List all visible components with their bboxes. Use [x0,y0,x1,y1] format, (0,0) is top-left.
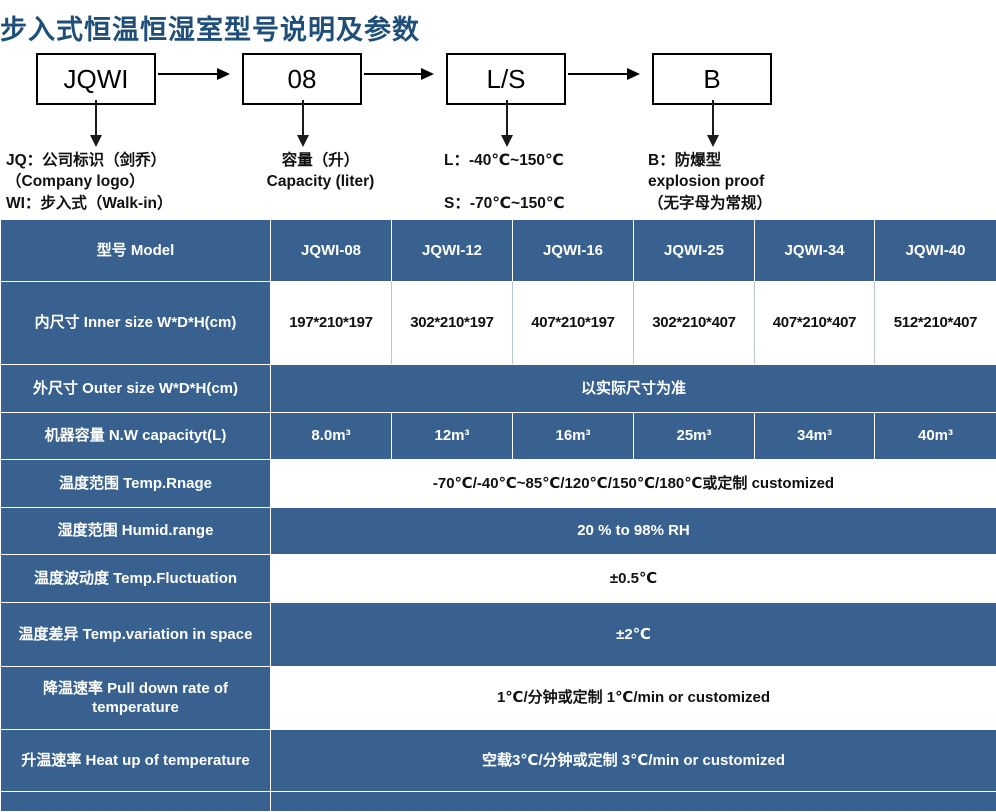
model-cell: JQWI-16 [513,220,634,282]
model-cell: JQWI-34 [755,220,875,282]
arrow-down-icon-1 [95,100,97,136]
diagram-legend-capacity: 容量（升） Capacity (liter) [228,150,413,193]
row-label: 型号 Model [1,220,271,282]
outer-size-value: 以实际尺寸为准 [271,365,996,413]
model-cell: JQWI-08 [271,220,392,282]
inner-size-cell: 302*210*197 [392,282,513,365]
spec-table: 型号 Model JQWI-08 JQWI-12 JQWI-16 JQWI-25… [0,219,996,812]
row-label [1,792,271,812]
capacity-cell: 16m³ [513,413,634,460]
table-row: 外尺寸 Outer size W*D*H(cm) 以实际尺寸为准 [1,365,996,413]
capacity-cell: 40m³ [875,413,996,460]
arrow-down-icon-2 [302,100,304,136]
model-cell: JQWI-12 [392,220,513,282]
table-row: 温度差异 Temp.variation in space ±2℃ [1,603,996,667]
cutoff-row-value [271,792,996,812]
temp-fluctuation-value: ±0.5℃ [271,555,996,603]
inner-size-cell: 197*210*197 [271,282,392,365]
table-row [1,792,996,812]
arrow-right-icon-3 [568,73,638,75]
inner-size-cell: 407*210*197 [513,282,634,365]
diagram-node-label: 08 [288,64,317,95]
row-label: 升温速率 Heat up of temperature [1,730,271,792]
row-label: 外尺寸 Outer size W*D*H(cm) [1,365,271,413]
capacity-cell: 34m³ [755,413,875,460]
row-label: 湿度范围 Humid.range [1,508,271,555]
table-row: 湿度范围 Humid.range 20 % to 98% RH [1,508,996,555]
table-row: 型号 Model JQWI-08 JQWI-12 JQWI-16 JQWI-25… [1,220,996,282]
diagram-node-temp-range: L/S [446,53,566,105]
diagram-legend-explosion-proof: B：防爆型 explosion proof （无字母为常规） [648,150,858,214]
row-label: 温度差异 Temp.variation in space [1,603,271,667]
diagram-node-label: JQWI [64,64,129,95]
capacity-cell: 8.0m³ [271,413,392,460]
table-row: 升温速率 Heat up of temperature 空载3℃/分钟或定制 3… [1,730,996,792]
temp-variation-value: ±2℃ [271,603,996,667]
heat-up-rate-value: 空载3℃/分钟或定制 3℃/min or customized [271,730,996,792]
spec-table-body: 型号 Model JQWI-08 JQWI-12 JQWI-16 JQWI-25… [1,220,996,812]
model-code-diagram: JQWI 08 L/S B JQ：公司标识（剑乔） （Company logo）… [0,48,996,218]
humidity-range-value: 20 % to 98% RH [271,508,996,555]
diagram-node-capacity: 08 [242,53,362,105]
row-label: 温度波动度 Temp.Fluctuation [1,555,271,603]
row-label: 机器容量 N.W capacityt(L) [1,413,271,460]
table-row: 降温速率 Pull down rate of temperature 1℃/分钟… [1,667,996,730]
temp-range-value: -70℃/-40℃~85℃/120℃/150℃/180℃或定制 customiz… [271,460,996,508]
pull-down-rate-value: 1℃/分钟或定制 1℃/min or customized [271,667,996,730]
row-label: 温度范围 Temp.Rnage [1,460,271,508]
arrow-down-icon-4 [712,100,714,136]
arrow-down-icon-3 [506,100,508,136]
table-row: 温度范围 Temp.Rnage -70℃/-40℃~85℃/120℃/150℃/… [1,460,996,508]
inner-size-cell: 512*210*407 [875,282,996,365]
table-row: 温度波动度 Temp.Fluctuation ±0.5℃ [1,555,996,603]
diagram-node-jqwi: JQWI [36,53,156,105]
inner-size-cell: 407*210*407 [755,282,875,365]
arrow-right-icon-1 [158,73,228,75]
diagram-node-label: L/S [486,64,525,95]
model-cell: JQWI-25 [634,220,755,282]
diagram-node-explosion-proof: B [652,53,772,105]
row-label: 降温速率 Pull down rate of temperature [1,667,271,730]
inner-size-cell: 302*210*407 [634,282,755,365]
capacity-cell: 25m³ [634,413,755,460]
row-label: 内尺寸 Inner size W*D*H(cm) [1,282,271,365]
model-cell: JQWI-40 [875,220,996,282]
arrow-right-icon-2 [364,73,432,75]
table-row: 内尺寸 Inner size W*D*H(cm) 197*210*197 302… [1,282,996,365]
diagram-node-label: B [703,64,720,95]
diagram-legend-jqwi: JQ：公司标识（剑乔） （Company logo） WI：步入式（Walk-i… [6,150,226,214]
diagram-legend-temp-range: L：-40℃~150℃ S：-70℃~150℃ [444,150,634,214]
page-title: 步入式恒温恒湿室型号说明及参数 [0,8,420,47]
table-row: 机器容量 N.W capacityt(L) 8.0m³ 12m³ 16m³ 25… [1,413,996,460]
capacity-cell: 12m³ [392,413,513,460]
